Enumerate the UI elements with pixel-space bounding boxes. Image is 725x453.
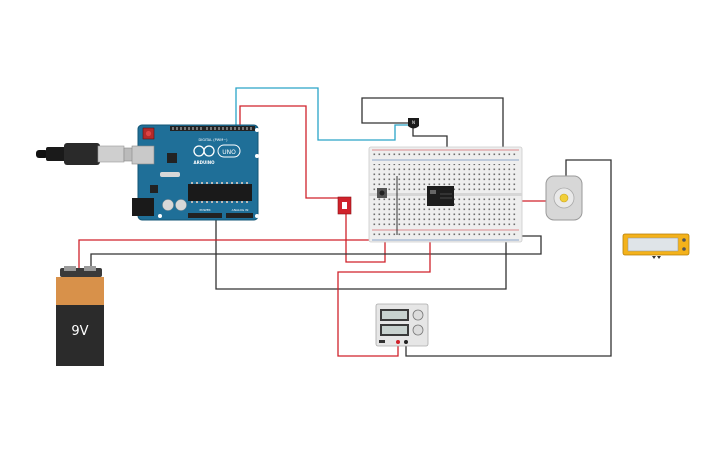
current-knob[interactable]	[412, 324, 424, 336]
lcd-module[interactable]	[622, 233, 690, 259]
usb-port	[131, 145, 155, 165]
battery-9v[interactable]: 9V	[56, 266, 104, 366]
dc-motor[interactable]	[545, 175, 583, 221]
arduino-logo	[193, 144, 241, 158]
capacitor	[162, 199, 174, 211]
slide-switch[interactable]	[337, 196, 352, 215]
battery-negative-terminal[interactable]	[84, 266, 96, 271]
transistor[interactable]: N	[408, 118, 419, 129]
analog-header-label: ANALOG IN	[232, 208, 249, 212]
regulator	[150, 185, 158, 193]
wire-red-battery-plus[interactable]	[78, 239, 388, 268]
usb-chip	[167, 153, 177, 163]
crystal	[160, 172, 180, 177]
wire-black-arduino-gnd[interactable]	[215, 217, 507, 290]
voltage-knob[interactable]	[412, 309, 424, 321]
digital-header-label: DIGITAL (PWM~)	[198, 138, 228, 142]
usb-cable[interactable]	[36, 143, 139, 165]
arduino-board[interactable]: DIGITAL (PWM~) UNO ARDUINO	[131, 124, 259, 221]
board-model-label: UNO	[222, 149, 236, 156]
bottom-rail-holes	[372, 232, 518, 238]
wire-black-transistor-top[interactable]	[361, 97, 504, 235]
relay-module[interactable]	[427, 186, 454, 206]
board-brand-label: ARDUINO	[194, 160, 216, 165]
chip-pins	[191, 182, 248, 203]
power-supply[interactable]	[375, 303, 429, 347]
wire-black-battery-minus[interactable]	[90, 235, 542, 268]
power-header-label: POWER	[199, 208, 210, 212]
wire-black-motor-supply[interactable]	[405, 159, 612, 357]
top-rail-holes	[372, 152, 518, 158]
supply-positive-terminal[interactable]	[396, 340, 400, 344]
wire-red-arduino-switch[interactable]	[239, 105, 343, 199]
digital-pins	[172, 127, 252, 130]
capacitor	[175, 199, 187, 211]
wire-blue-arduino-transistor[interactable]	[235, 87, 412, 141]
wire-red-switch-loop[interactable]	[345, 208, 386, 263]
power-header	[188, 213, 222, 218]
battery-positive-terminal[interactable]	[64, 266, 76, 271]
battery-label: 9V	[71, 324, 88, 339]
wire-red-breadboard-supply[interactable]	[337, 210, 431, 357]
supply-negative-terminal[interactable]	[404, 340, 408, 344]
power-jack	[132, 198, 154, 216]
atmega-chip	[188, 184, 252, 201]
svg-text:N: N	[412, 120, 415, 125]
analog-header	[226, 213, 253, 218]
